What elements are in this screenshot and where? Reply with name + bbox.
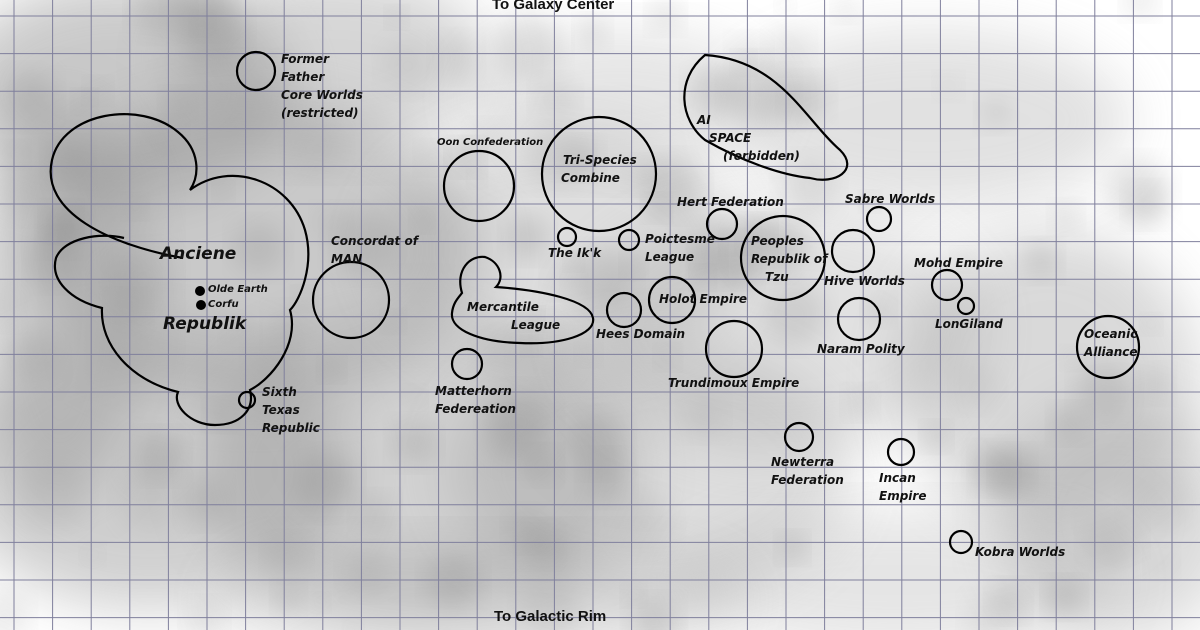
label-kobra[interactable]: Kobra Worlds	[975, 545, 1066, 559]
mercantile-outline[interactable]	[450, 255, 595, 345]
label-corfu[interactable]: Corfu	[208, 299, 239, 310]
label-ikk[interactable]: The Ik'k	[548, 246, 602, 260]
label-matterhorn[interactable]: Matterhorn Federeation	[435, 384, 516, 416]
holot-outline[interactable]	[647, 275, 697, 325]
label-sixth-texas[interactable]: Sixth Texas Republic	[262, 385, 320, 435]
top-edge-label: To Galaxy Center	[492, 0, 615, 13]
label-ai-space[interactable]: AI SPACE (forbidden)	[697, 113, 800, 163]
ikk-outline[interactable]	[556, 226, 578, 248]
kobra-outline[interactable]	[948, 529, 974, 555]
naram-outline[interactable]	[836, 296, 882, 342]
label-sabre[interactable]: Sabre Worlds	[845, 192, 936, 206]
label-oon[interactable]: Oon Confederation	[437, 137, 544, 148]
newterra-outline[interactable]	[783, 421, 815, 453]
olde-earth-marker[interactable]	[195, 286, 205, 296]
region-outlines	[49, 50, 1141, 555]
label-former-father[interactable]: Former Father Core Worlds (restricted)	[281, 52, 363, 120]
poictesme-outline[interactable]	[617, 228, 641, 252]
label-hert[interactable]: Hert Federation	[677, 195, 784, 209]
label-hees[interactable]: Hees Domain	[596, 327, 686, 341]
former-father-outline[interactable]	[235, 50, 277, 92]
bottom-edge-label: To Galactic Rim	[494, 608, 607, 625]
tri-species-outline[interactable]	[540, 115, 658, 233]
label-naram[interactable]: Naram Polity	[817, 342, 905, 356]
label-mercantile[interactable]: Mercantile League	[467, 300, 561, 332]
label-longiland[interactable]: LonGiland	[935, 317, 1003, 331]
label-anciene[interactable]: Anciene	[160, 244, 237, 264]
trundimoux-outline[interactable]	[704, 319, 764, 379]
label-mohd[interactable]: Mohd Empire	[914, 256, 1003, 270]
label-trundimoux[interactable]: Trundimoux Empire	[668, 376, 800, 390]
sixth-texas-outline[interactable]	[237, 390, 257, 410]
mohd-outline[interactable]	[930, 268, 964, 302]
peoples-outline[interactable]	[739, 214, 827, 302]
label-poictesme[interactable]: Poictesme League	[645, 232, 715, 264]
oceanic-outline[interactable]	[1075, 314, 1141, 380]
label-hive[interactable]: Hive Worlds	[824, 274, 905, 288]
label-olde-earth[interactable]: Olde Earth	[208, 284, 268, 295]
corfu-marker[interactable]	[196, 300, 206, 310]
matterhorn-outline[interactable]	[450, 347, 484, 381]
oon-outline[interactable]	[442, 149, 516, 223]
label-newterra[interactable]: Newterra Federation	[771, 455, 844, 487]
label-oceanic[interactable]: Oceanic Alliance	[1084, 327, 1138, 359]
label-republik[interactable]: Republik	[163, 314, 247, 334]
label-concordat[interactable]: Concordat of MAN	[331, 234, 418, 266]
label-peoples[interactable]: Peoples Republik of Tzu	[751, 234, 828, 284]
label-tri-species[interactable]: Tri-Species Combine	[561, 153, 637, 185]
ai-space-outline[interactable]	[683, 53, 849, 181]
longiland-outline[interactable]	[956, 296, 976, 316]
hees-outline[interactable]	[605, 291, 643, 329]
incan-outline[interactable]	[886, 437, 916, 467]
anciene-republik-outline[interactable]	[49, 113, 310, 427]
concordat-outline[interactable]	[311, 260, 391, 340]
label-incan[interactable]: Incan Empire	[879, 471, 927, 503]
hive-outline[interactable]	[830, 228, 876, 274]
label-holot[interactable]: Holot Empire	[659, 292, 748, 306]
hert-outline[interactable]	[705, 207, 739, 241]
sabre-outline[interactable]	[865, 205, 893, 233]
